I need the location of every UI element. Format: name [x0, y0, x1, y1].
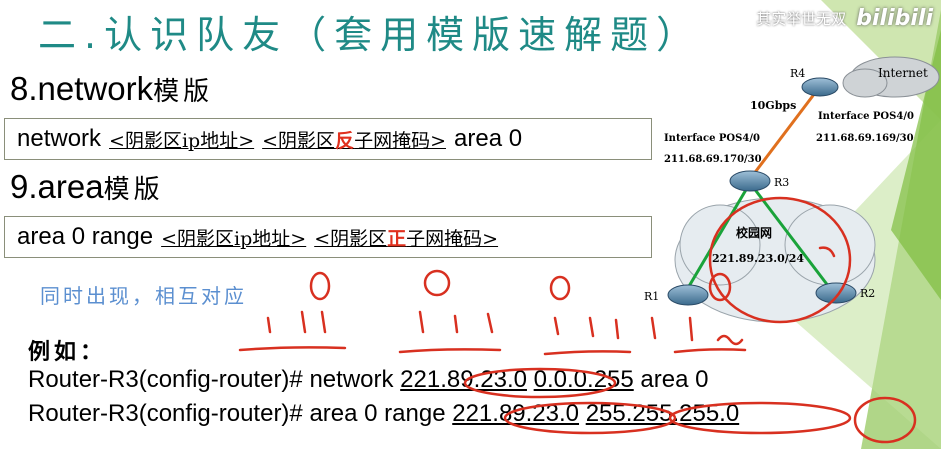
bilibili-logo: bilibili	[856, 6, 933, 31]
network-arg-mask: <阴影区反子网掩码>	[262, 126, 446, 153]
area-arg-mask: <阴影区正子网掩码>	[314, 224, 498, 251]
network-keyword: network	[17, 125, 102, 152]
internet-cloud	[842, 56, 940, 98]
correspondence-note: 同时出现，相互对应	[40, 284, 247, 308]
network-mask-inverse: 反	[335, 129, 355, 152]
network-template-heading: 8.network模版	[10, 70, 213, 108]
page-title: 二.认识队友（套用模版速解题）	[38, 13, 703, 57]
network-template-box: network <阴影区ip地址> <阴影区反子网掩码> area 0	[4, 118, 652, 160]
interface-left-label: Interface POS4/0	[664, 133, 760, 144]
example-subnet-mask: 255.255.255.0	[585, 400, 740, 427]
r4-label: R4	[790, 67, 805, 80]
link-speed-label: 10Gbps	[750, 99, 796, 112]
example-command-area: Router-R3(config-router)# area 0 range 2…	[28, 400, 739, 428]
area-arg-ip: <阴影区ip地址>	[161, 227, 307, 250]
example-label: 例如：	[28, 340, 107, 365]
router-r1-icon	[667, 284, 709, 306]
cli-cmd: network	[309, 366, 394, 393]
example-ip: 221.89.23.0	[400, 366, 527, 393]
area-heading-number: 9.area	[10, 168, 104, 205]
interface-right-label: Interface POS4/0	[818, 111, 914, 122]
example-area: area 0	[640, 366, 709, 393]
cli-prompt: Router-R3(config-router)#	[28, 366, 303, 393]
network-mask-pre: <阴影区	[262, 129, 336, 152]
example-wildcard-mask: 0.0.0.255	[533, 366, 634, 393]
area-heading-cn: 模版	[103, 175, 164, 205]
network-topology-diagram: Internet R4 10Gbps Interface POS4/0 211.…	[644, 56, 940, 323]
example-command-network: Router-R3(config-router)# network 221.89…	[28, 366, 708, 394]
network-heading-number: 8.network	[10, 70, 154, 107]
area-template-box: area 0 range <阴影区ip地址> <阴影区正子网掩码>	[4, 216, 652, 258]
cli-prompt: Router-R3(config-router)#	[28, 400, 303, 427]
watermark-text: 其实举世无双	[756, 10, 847, 28]
example-ip: 221.89.23.0	[452, 400, 580, 427]
area-mask-positive: 正	[387, 227, 407, 250]
video-watermark: 其实举世无双 bilibili	[756, 6, 933, 31]
r3-label: R3	[774, 176, 789, 189]
router-r3-icon	[729, 170, 771, 192]
network-mask-post: 子网掩码>	[354, 129, 446, 152]
link-r4-r3	[748, 88, 820, 180]
area-keyword: area 0 range	[17, 223, 154, 250]
internet-label: Internet	[878, 66, 928, 80]
router-r2-icon	[815, 282, 857, 304]
ip-left-label: 211.68.69.170/30	[664, 154, 762, 165]
router-r4-icon	[801, 77, 839, 97]
network-area-tail: area 0	[454, 125, 523, 152]
area-mask-pre: <阴影区	[314, 227, 388, 250]
area-template-heading: 9.area模版	[10, 168, 164, 206]
network-heading-cn: 模版	[153, 77, 214, 107]
campus-network-label: 221.89.23.0/24	[712, 252, 804, 265]
r2-label: R2	[860, 287, 875, 300]
area-mask-post: 子网掩码>	[406, 227, 499, 250]
r1-label: R1	[644, 290, 659, 303]
cli-cmd: area 0 range	[309, 400, 446, 427]
network-arg-ip: <阴影区ip地址>	[109, 129, 255, 152]
ip-right-label: 211.68.69.169/30	[816, 133, 914, 144]
campus-label: 校园网	[736, 225, 772, 240]
